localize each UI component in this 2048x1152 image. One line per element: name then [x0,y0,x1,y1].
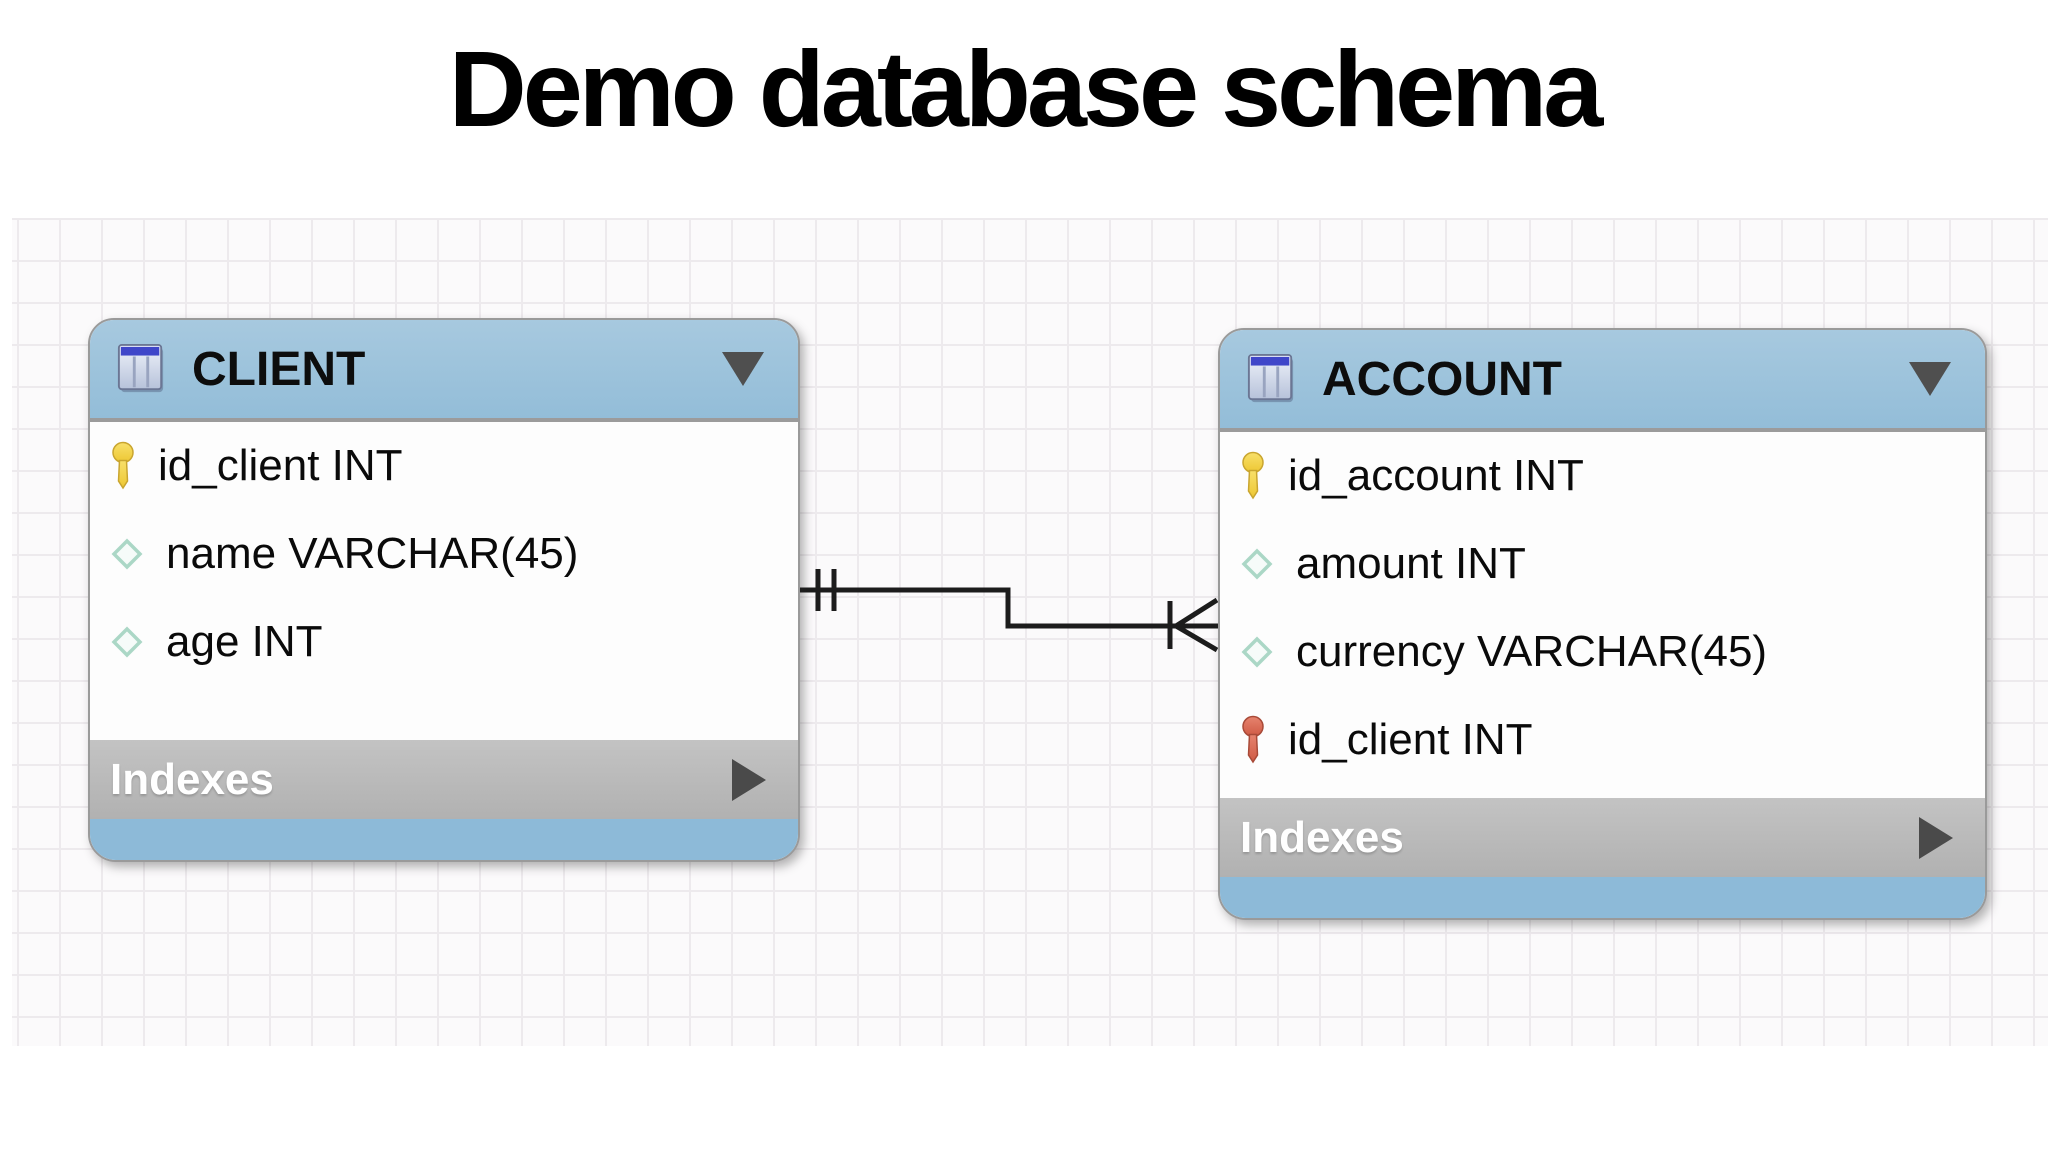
field-label: name VARCHAR(45) [166,529,579,578]
field-label: id_client INT [158,441,403,490]
field-label: id_account INT [1288,451,1584,500]
expand-arrow-icon[interactable] [1919,816,1953,859]
expand-arrow-icon[interactable] [732,758,766,801]
foreign-key-icon [1240,715,1266,765]
field-label: currency VARCHAR(45) [1296,627,1768,676]
table-client[interactable]: CLIENT id_client INT name VARCHAR(45) ag… [88,318,800,862]
table-name: ACCOUNT [1322,352,1562,406]
table-client-header[interactable]: CLIENT [90,320,798,422]
table-row[interactable]: amount INT [1220,520,1985,608]
table-row[interactable]: id_account INT [1220,432,1985,520]
indexes-label: Indexes [110,754,274,804]
primary-key-icon [1240,451,1266,501]
page-title: Demo database schema [448,28,1604,149]
table-name: CLIENT [192,342,366,396]
crow-foot-icon [1174,597,1219,653]
primary-key-icon [110,441,136,491]
table-row[interactable]: currency VARCHAR(45) [1220,608,1985,696]
table-icon [1246,353,1296,405]
table-footer [1220,877,1985,918]
relationship-line-client-account[interactable] [795,569,1219,653]
field-label: age INT [166,617,323,666]
table-footer [90,819,798,860]
table-row[interactable]: age INT [90,598,798,686]
indexes-bar[interactable]: Indexes [90,740,798,819]
table-row[interactable]: id_client INT [90,422,798,510]
table-icon [116,343,166,395]
indexes-bar[interactable]: Indexes [1220,798,1985,877]
cardinality-one-marks [815,569,837,611]
table-client-columns: id_client INT name VARCHAR(45) age INT [90,422,798,740]
field-label: id_client INT [1288,715,1533,764]
column-icon [1240,547,1274,581]
table-account[interactable]: ACCOUNT id_account INT amount INT curren… [1218,328,1987,920]
column-icon [110,537,144,571]
indexes-label: Indexes [1240,812,1404,862]
collapse-arrow-icon[interactable] [1909,362,1951,396]
column-icon [1240,635,1274,669]
field-label: amount INT [1296,539,1526,588]
table-account-columns: id_account INT amount INT currency VARCH… [1220,432,1985,798]
column-icon [110,625,144,659]
table-row[interactable]: name VARCHAR(45) [90,510,798,598]
table-account-header[interactable]: ACCOUNT [1220,330,1985,432]
collapse-arrow-icon[interactable] [722,352,764,386]
table-row[interactable]: id_client INT [1220,696,1985,784]
relationship-connector-line [795,587,1218,629]
